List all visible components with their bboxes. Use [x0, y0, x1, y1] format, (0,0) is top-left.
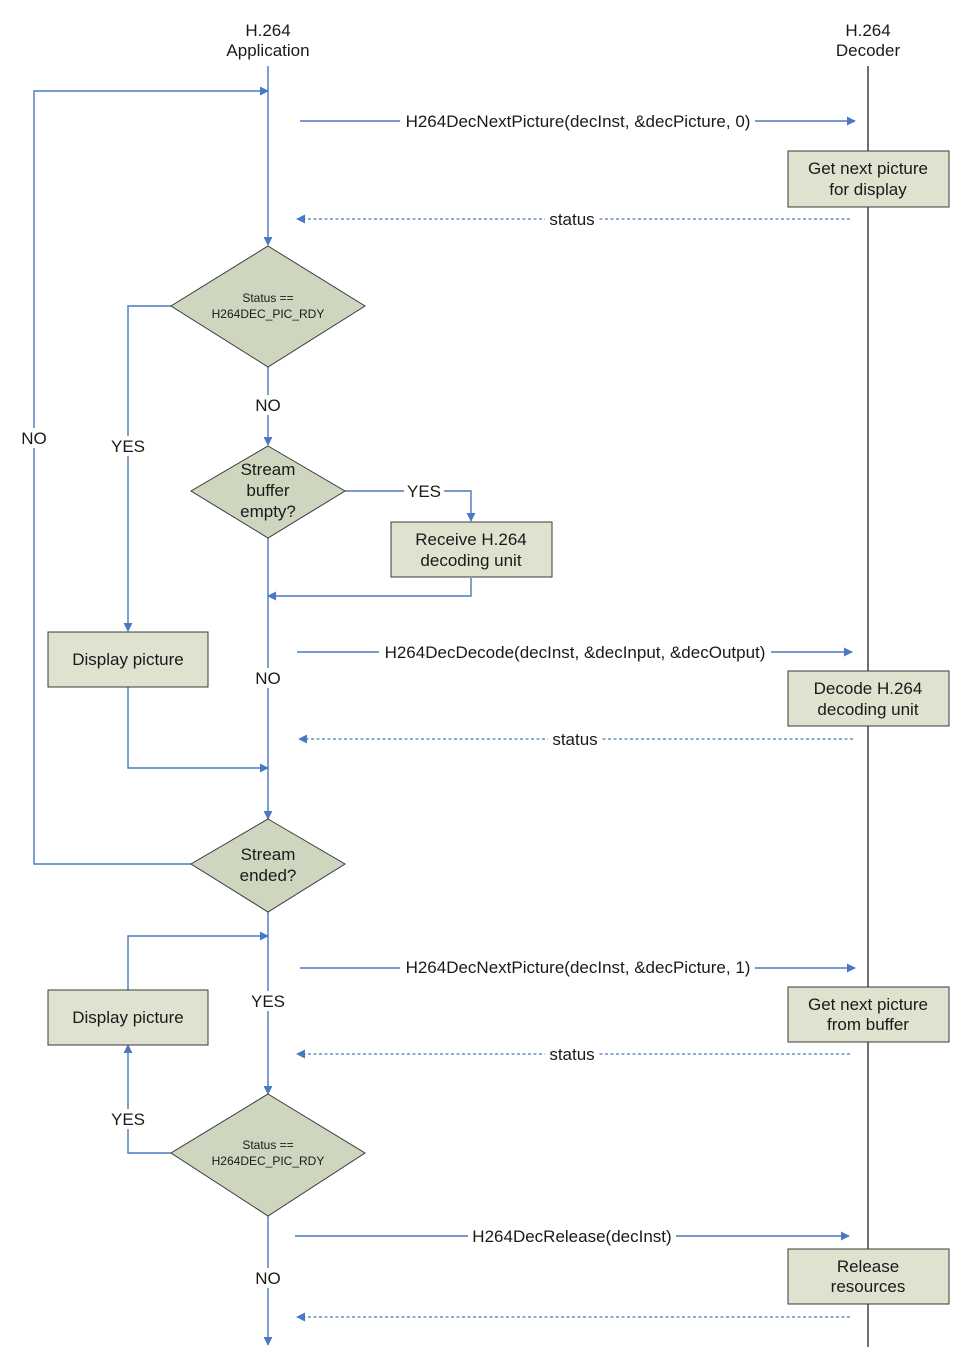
- loop-no-stream-ended: [33, 86, 269, 865]
- lane-application-line2: Application: [226, 41, 309, 60]
- decision-stream-ended-line2: ended?: [240, 866, 297, 885]
- label-yes-display-1: YES: [111, 437, 145, 456]
- box-get-next-display: [787, 150, 950, 208]
- branch-yes-display-1: [123, 305, 171, 632]
- decision-status-ready-2: [170, 1093, 366, 1217]
- label-no-2: NO: [255, 669, 281, 688]
- label-no-3: NO: [255, 1269, 281, 1288]
- call-next-picture-1-label: H264DecNextPicture(decInst, &decPicture,…: [406, 958, 751, 977]
- branch-yes-receive: [345, 490, 476, 522]
- status-return-1-label: status: [549, 210, 594, 229]
- return-receive: [267, 578, 472, 601]
- box-decode-unit: [787, 670, 950, 727]
- label-no-loop: NO: [21, 429, 47, 448]
- label-yes-ended: YES: [251, 992, 285, 1011]
- box-release-line2: resources: [831, 1277, 906, 1296]
- decision-buffer-empty: [190, 445, 346, 539]
- decision-buffer-empty-line2: buffer: [246, 481, 290, 500]
- decision-buffer-empty-line1: Stream: [241, 460, 296, 479]
- lane-decoder-line1: H.264: [845, 21, 890, 40]
- status-return-2-label: status: [552, 730, 597, 749]
- status-return-3-label: status: [549, 1045, 594, 1064]
- box-display-picture-2-label: Display picture: [72, 1008, 184, 1027]
- decision-stream-ended-line1: Stream: [241, 845, 296, 864]
- box-get-next-display-line2: for display: [829, 180, 907, 199]
- box-display-picture-2: [47, 989, 209, 1046]
- box-receive-unit: [390, 521, 553, 578]
- decision-status-ready-1-line1: Status ==: [242, 291, 293, 305]
- return-display-1: [127, 687, 269, 773]
- return-display-2: [127, 931, 269, 990]
- label-yes-receive: YES: [407, 482, 441, 501]
- lane-application-line1: H.264: [245, 21, 290, 40]
- decision-status-ready-1-line2: H264DEC_PIC_RDY: [212, 307, 325, 321]
- lane-decoder-line2: Decoder: [836, 41, 901, 60]
- box-display-picture-1: [47, 631, 209, 688]
- decision-status-ready-2-line2: H264DEC_PIC_RDY: [212, 1154, 325, 1168]
- box-decode-unit-line1: Decode H.264: [814, 679, 923, 698]
- box-display-picture-1-label: Display picture: [72, 650, 184, 669]
- call-next-picture-0-label: H264DecNextPicture(decInst, &decPicture,…: [406, 112, 751, 131]
- decision-buffer-empty-line3: empty?: [240, 502, 296, 521]
- decision-status-ready-1: [170, 245, 366, 368]
- box-receive-unit-line1: Receive H.264: [415, 530, 527, 549]
- box-release-line1: Release: [837, 1257, 899, 1276]
- decision-stream-ended: [190, 818, 346, 913]
- decision-status-ready-2-line1: Status ==: [242, 1138, 293, 1152]
- branch-yes-display-2: [123, 1044, 171, 1154]
- box-receive-unit-line2: decoding unit: [420, 551, 521, 570]
- label-no-1: NO: [255, 396, 281, 415]
- box-get-next-buffer-line1: Get next picture: [808, 995, 928, 1014]
- box-get-next-buffer-line2: from buffer: [827, 1015, 909, 1034]
- call-decode-label: H264DecDecode(decInst, &decInput, &decOu…: [385, 643, 766, 662]
- box-get-next-display-line1: Get next picture: [808, 159, 928, 178]
- call-release-label: H264DecRelease(decInst): [472, 1227, 671, 1246]
- box-decode-unit-line2: decoding unit: [817, 700, 918, 719]
- box-release: [787, 1248, 950, 1305]
- box-get-next-buffer: [787, 986, 950, 1043]
- label-yes-display-2: YES: [111, 1110, 145, 1129]
